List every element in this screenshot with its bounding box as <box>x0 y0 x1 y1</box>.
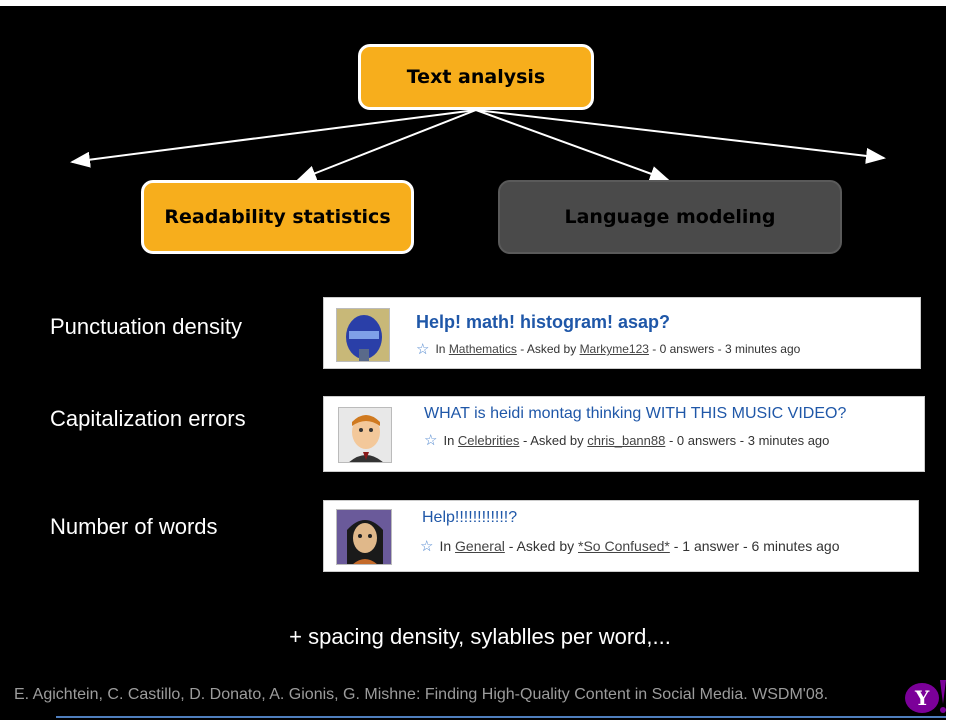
asked-by-label: - Asked by <box>522 432 584 448</box>
question-stats: - 0 answers - 3 minutes ago <box>652 342 801 356</box>
yahoo-logo-icon: Y <box>905 680 946 713</box>
avatar[interactable] <box>336 308 390 362</box>
user-link[interactable]: *So Confused* <box>578 538 670 554</box>
question-title-link[interactable]: Help!!!!!!!!!!!!? <box>422 509 518 526</box>
category-link[interactable]: Mathematics <box>448 342 517 356</box>
category-link[interactable]: Celebrities <box>457 432 520 448</box>
avatar[interactable] <box>336 509 392 565</box>
language-modeling-box: Language modeling <box>498 180 842 254</box>
question-card: Help!!!!!!!!!!!!? ☆ In General - Asked b… <box>323 500 919 572</box>
top-border <box>0 0 960 6</box>
bottom-rule <box>56 716 946 718</box>
feature-punctuation-density: Punctuation density <box>50 314 243 339</box>
star-icon[interactable]: ☆ <box>416 341 430 358</box>
category-link[interactable]: General <box>455 538 505 554</box>
question-title-link[interactable]: WHAT is heidi montag thinking WITH THIS … <box>424 405 847 422</box>
arrow-to-language <box>475 109 670 182</box>
arrow-to-readability <box>296 109 477 181</box>
question-stats: - 0 answers - 3 minutes ago <box>668 432 830 448</box>
star-icon[interactable]: ☆ <box>424 432 438 449</box>
user-link[interactable]: Markyme123 <box>579 342 649 356</box>
asked-by-label: - Asked by <box>508 538 575 554</box>
question-title-link[interactable]: Help! math! histogram! asap? <box>416 312 671 332</box>
right-border <box>946 0 960 720</box>
arrow-to-left <box>70 109 477 168</box>
feature-capitalization-errors: Capitalization errors <box>50 406 246 431</box>
avatar[interactable] <box>338 407 392 463</box>
question-card: WHAT is heidi montag thinking WITH THIS … <box>323 396 925 472</box>
question-card: Help! math! histogram! asap? ☆ In Mathem… <box>323 297 921 369</box>
feature-number-of-words: Number of words <box>50 514 218 539</box>
arrow-to-right <box>475 109 886 164</box>
in-label: In <box>439 538 452 554</box>
svg-text:Y: Y <box>914 686 930 710</box>
asked-by-label: - Asked by <box>520 342 577 356</box>
question-meta: ☆ In Celebrities - Asked by chris_bann88… <box>424 431 829 449</box>
question-meta: ☆ In General - Asked by *So Confused* - … <box>420 537 839 555</box>
in-label: In <box>443 432 455 448</box>
citation: E. Agichtein, C. Castillo, D. Donato, A.… <box>14 686 829 703</box>
text-analysis-box: Text analysis <box>358 44 594 110</box>
question-meta: ☆ In Mathematics - Asked by Markyme123 -… <box>416 340 800 358</box>
in-label: In <box>435 342 446 356</box>
additional-features-note: + spacing density, sylablles per word,..… <box>289 624 671 649</box>
readability-statistics-box: Readability statistics <box>141 180 414 254</box>
star-icon[interactable]: ☆ <box>420 538 434 555</box>
question-stats: - 1 answer - 6 minutes ago <box>673 538 840 554</box>
user-link[interactable]: chris_bann88 <box>587 432 666 448</box>
